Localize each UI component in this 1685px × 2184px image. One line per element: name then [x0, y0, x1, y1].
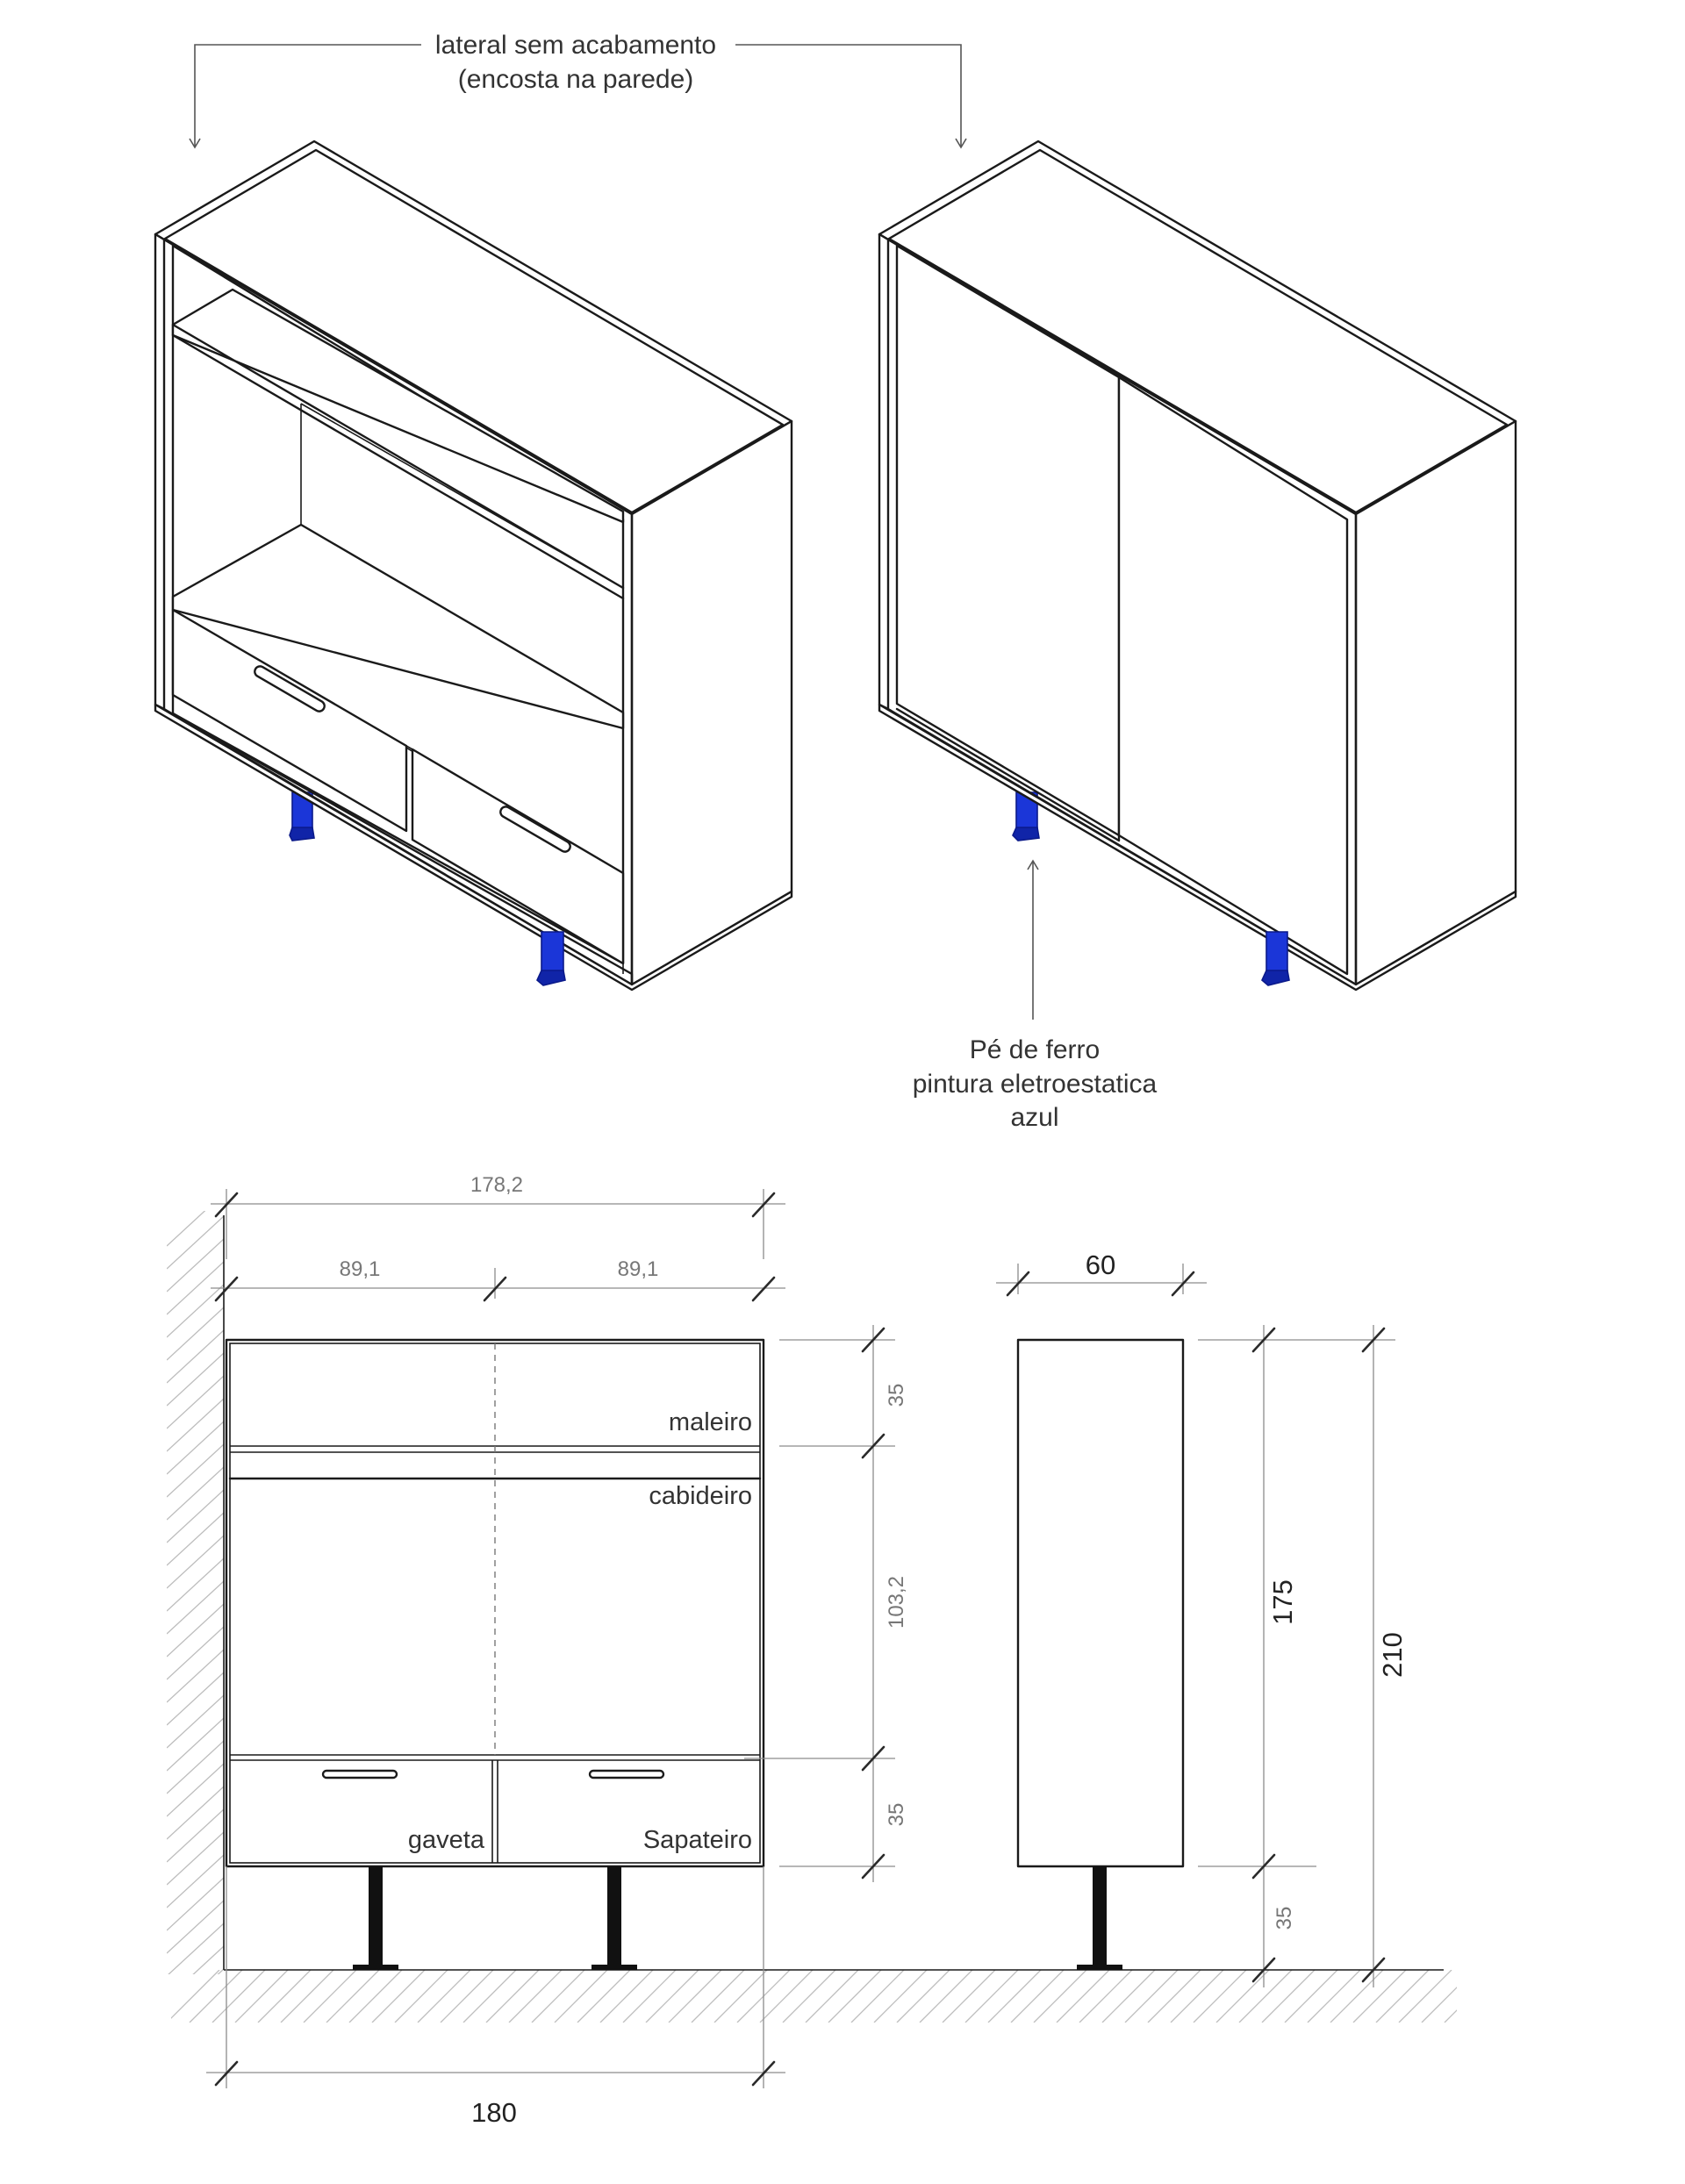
dim-depth: 60: [1086, 1250, 1115, 1280]
annotation-text-line1: lateral sem acabamento: [435, 31, 716, 60]
door-right: [1117, 376, 1349, 976]
floor-hatch: [171, 1970, 1457, 2023]
side-elevation: 60 175 210 35: [996, 1250, 1408, 1987]
annotation-leader-right: [735, 44, 962, 147]
dim-height-middle: 103,2: [885, 1576, 908, 1629]
front-leg-left: [369, 1866, 383, 1968]
dim-height-bottom: 35: [885, 1803, 908, 1827]
top-annotation: lateral sem acabamento (encosta na pared…: [189, 31, 967, 149]
dim-body-height: 175: [1267, 1579, 1298, 1625]
annotation-leader-left: [194, 44, 421, 147]
drawer-handle-right: [499, 806, 571, 853]
leg-annotation-line3: azul: [1010, 1103, 1058, 1132]
blue-leg-front: [536, 931, 566, 986]
blue-leg-front-right: [1261, 931, 1290, 986]
annotation-arrow-right: [955, 138, 967, 149]
dim-half-left: 89,1: [340, 1257, 381, 1281]
side-body: [1016, 1338, 1185, 1868]
annotation-text-line2: (encosta na parede): [458, 65, 694, 94]
label-gaveta: gaveta: [408, 1826, 485, 1854]
dim-half-right: 89,1: [618, 1257, 659, 1281]
upper-shelf: [171, 288, 625, 524]
label-sapateiro: Sapateiro: [643, 1826, 752, 1854]
middle-shelf: [171, 523, 625, 730]
drawer-handle-left: [254, 665, 326, 712]
dim-total-width-bottom: 180: [471, 2097, 517, 2128]
right-side-panel-closed: [1354, 419, 1517, 986]
wall-hatch: [167, 1211, 224, 1974]
front-elevation: 178,2 89,1 89,1 maleiro cabideiro gaveta…: [206, 1173, 908, 2128]
label-cabideiro: cabideiro: [649, 1482, 752, 1510]
annotation-arrow-left: [189, 138, 201, 149]
leg-annotation-line1: Pé de ferro: [970, 1035, 1100, 1064]
isometric-closed-wardrobe: Pé de ferro pintura eletroestatica azul: [878, 140, 1517, 1132]
side-leg: [1093, 1866, 1107, 1968]
dim-leg-height: 35: [1273, 1907, 1296, 1930]
label-maleiro: maleiro: [669, 1408, 752, 1436]
dim-total-width-top: 178,2: [470, 1173, 523, 1197]
drawer-handle-sapateiro: [588, 1769, 665, 1779]
drawer-right: [411, 748, 625, 965]
isometric-open-wardrobe: [154, 140, 793, 992]
leg-annotation-line2: pintura eletroestatica: [913, 1070, 1158, 1099]
left-side-edge: [154, 233, 166, 711]
dim-total-height: 210: [1377, 1632, 1408, 1678]
front-leg-right: [607, 1866, 621, 1968]
dim-height-top: 35: [885, 1384, 908, 1407]
drawer-handle-gaveta: [321, 1769, 398, 1779]
right-side-panel: [630, 419, 793, 986]
leg-annotation-arrow: [1027, 859, 1039, 870]
blue-leg-back-left: [289, 791, 315, 841]
